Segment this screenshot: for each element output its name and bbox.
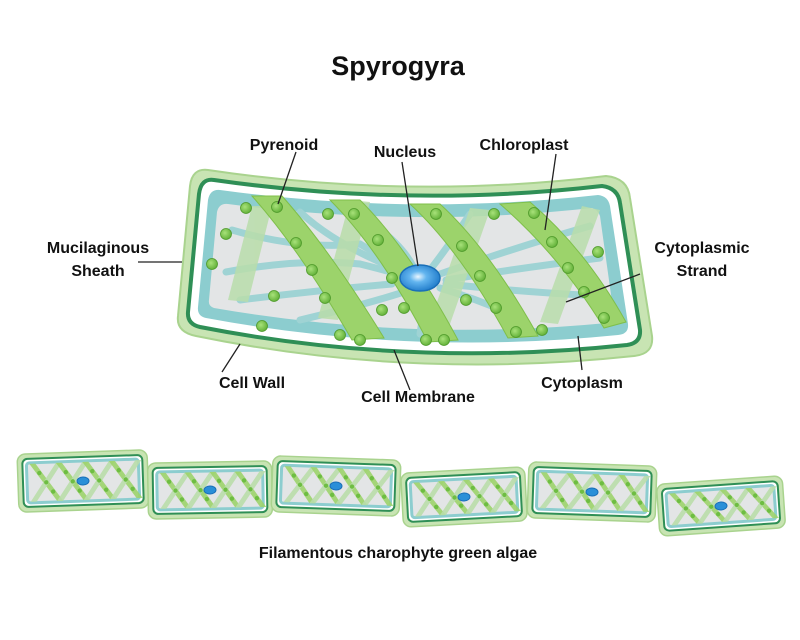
diagram-title: Spyrogyra	[331, 51, 466, 81]
label-cytoplasmic-strand-line2: Strand	[677, 263, 728, 280]
nucleus	[400, 265, 440, 291]
filament-cell	[656, 476, 785, 537]
label-mucilaginous-sheath-line2: Sheath	[71, 263, 124, 280]
filament-nucleus	[586, 488, 598, 496]
label-nucleus: Nucleus	[374, 144, 436, 161]
filament-cell	[271, 456, 401, 516]
filament-cell	[527, 462, 657, 522]
label-cell-membrane: Cell Membrane	[361, 389, 475, 406]
filament-nucleus	[715, 502, 728, 511]
filament-cell	[148, 461, 273, 519]
label-cytoplasmic-strand-line1: Cytoplasmic	[654, 240, 749, 257]
filament-nucleus	[330, 482, 342, 490]
label-cytoplasm: Cytoplasm	[541, 375, 623, 392]
main-cell	[178, 170, 652, 365]
filament-cell	[401, 467, 528, 527]
label-cell-wall: Cell Wall	[219, 375, 285, 392]
filament-nucleus	[77, 477, 89, 485]
algae-filament	[17, 450, 786, 537]
label-chloroplast: Chloroplast	[480, 137, 570, 154]
filament-cell	[17, 450, 149, 513]
filament-caption: Filamentous charophyte green algae	[259, 545, 537, 562]
label-mucilaginous-sheath-line1: Mucilaginous	[47, 240, 149, 257]
filament-nucleus	[458, 493, 470, 502]
label-pyrenoid: Pyrenoid	[250, 137, 318, 154]
filament-nucleus	[204, 486, 216, 494]
